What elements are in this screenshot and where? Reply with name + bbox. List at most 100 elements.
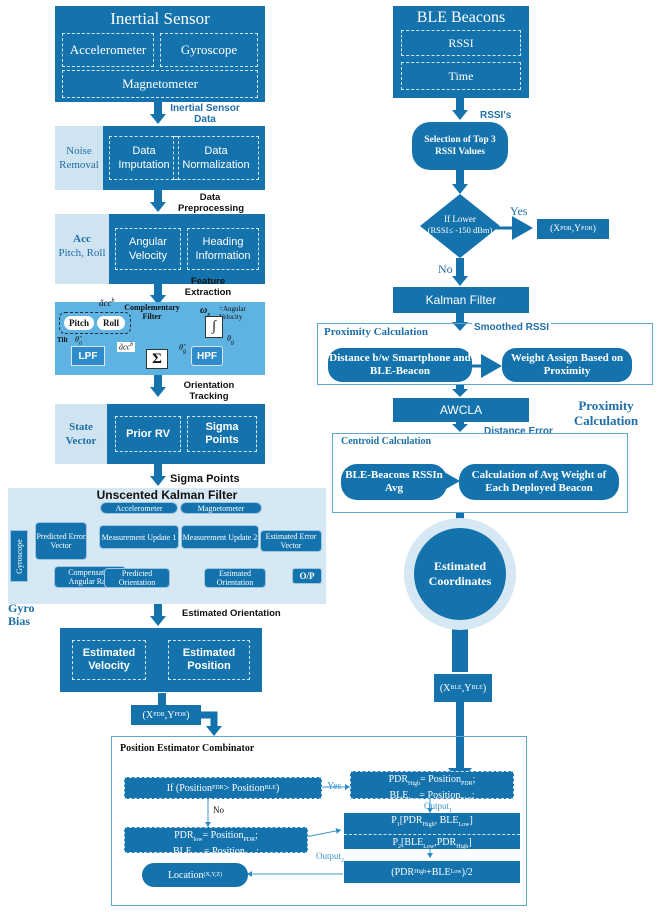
weight-pill: Weight Assign Based on Proximity: [502, 348, 632, 382]
angular-velocity-box: Angular Velocity: [115, 228, 181, 270]
label-feature-extraction: Feature Extraction: [184, 276, 232, 298]
combinator-no: No: [213, 805, 224, 815]
estimated-velocity-box: Estimated Velocity: [72, 640, 146, 680]
distance-pill: Distance b/w Smartphone and BLE-Beacon: [328, 348, 472, 382]
theta-d-label: θg: [227, 334, 234, 346]
combinator-yes: Yes: [327, 781, 342, 792]
proximity-title: Proximity Calculation: [324, 326, 428, 338]
proximity-block: Proximity Calculation Smoothed RSSI Dist…: [317, 322, 653, 385]
decision-diamond: If Lower (RSSI≤ -150 dBm): [420, 194, 500, 258]
theta-g-label: θ̂g: [179, 343, 186, 355]
label-estimated-orientation: Estimated Orientation: [182, 608, 281, 619]
pitch-roll-group: Pitch Roll: [59, 312, 131, 334]
ukf-predicted-error: Predicted Error Vector: [35, 522, 87, 560]
noise-removal-label: Noise Removal: [59, 145, 99, 171]
label-rssis: RSSI's: [480, 110, 512, 121]
diamond-text-1: If Lower: [444, 214, 476, 224]
ukf-estimated-error: Estimated Error Vector: [260, 530, 322, 552]
label-inertial-data: Inertial Sensor Data: [170, 103, 240, 125]
label-preprocessing: Data Preprocessing: [178, 192, 244, 214]
ukf-measurement-2: Measurement Update 2: [181, 525, 259, 549]
inertial-sensor-title: Inertial Sensor: [110, 9, 210, 28]
gyroscope-box: Gyroscope: [160, 33, 258, 67]
complementary-filter-title: Complementary Filter: [124, 303, 180, 321]
acc-label: Acc: [73, 233, 91, 245]
inertial-sensor-block: Inertial Sensor Accelerometer Gyroscope …: [55, 6, 265, 102]
ble-beacons-block: BLE Beacons RSSI Time: [393, 6, 529, 98]
diamond-text-2: (RSSI≤ -150 dBm): [427, 225, 493, 235]
feature-block: Acc Pitch, Roll Angular Velocity Heading…: [55, 214, 265, 284]
integral-box: ∫: [205, 316, 223, 338]
ukf-accelerometer: Accelerometer: [100, 502, 178, 514]
calc-avg-pill: Calculation of Avg Weight of Each Deploy…: [459, 464, 619, 500]
ble-title: BLE Beacons: [416, 9, 506, 26]
estimated-block: Estimated Velocity Estimated Position: [60, 628, 262, 692]
tilt-label: Tilt: [57, 336, 68, 344]
left-assign-box: PDRlow= PositionPDR; BLEHigh= PositionBL…: [124, 827, 308, 859]
data-imputation-box: Data Imputation: [109, 136, 179, 180]
awcla-box: AWCLA: [393, 398, 529, 422]
centroid-title: Centroid Calculation: [341, 436, 432, 447]
proximity-side-label: Proximity Calculation: [573, 398, 639, 428]
selection-box: Selection of Top 3 RSSI Values: [412, 122, 508, 170]
heading-information-box: Heading Information: [187, 228, 259, 270]
smoothed-rssi-label: Smoothed RSSI: [472, 322, 552, 333]
noise-removal-block: Noise Removal Data Imputation Data Norma…: [55, 126, 265, 190]
pitch-roll-label: Pitch, Roll: [58, 247, 106, 259]
ukf-predicted-orientation: Predicted Orientation: [104, 568, 170, 588]
combinator-block: Position Estimator Combinator If (Positi…: [111, 736, 527, 906]
yes-label: Yes: [510, 204, 528, 218]
ukf-gyroscope: Gyroscope: [10, 530, 28, 582]
ukf-block: Unscented Kalman Filter Accelerometer Ma…: [8, 488, 326, 604]
output2-label: Output2: [316, 851, 345, 864]
state-vector-label: State Vector: [65, 421, 97, 447]
omega-label: ωx: [200, 305, 211, 318]
time-box: Time: [401, 62, 521, 90]
coordinates-ring: Estimated Coordinates: [404, 518, 516, 630]
accelerometer-box: Accelerometer: [62, 33, 154, 67]
hpf-box: HPF: [191, 346, 223, 366]
label-orientation-tracking: Orientation Tracking: [183, 380, 235, 402]
data-normalization-box: Data Normalization: [173, 136, 259, 180]
rssi-box: RSSI: [401, 30, 521, 56]
acc-b-label: ãccb: [99, 298, 115, 308]
right-assign-box: PDRHigh= PositionPDR; BLELow= PositionBL…: [350, 771, 514, 803]
centroid-block: Centroid Calculation BLE-Beacons RSSIn A…: [332, 433, 628, 513]
distance-error-label: Distance Error: [484, 426, 553, 437]
kalman-filter-box: Kalman Filter: [393, 287, 529, 313]
omega-desc: =Angular Velocity: [219, 305, 246, 321]
prior-rv-box: Prior RV: [115, 416, 181, 452]
complementary-filter-block: Complementary Filter ãccb Pitch Roll Ti…: [55, 298, 265, 375]
label-sigma-points: Sigma Points: [170, 473, 240, 485]
ukf-output: O/P: [292, 568, 322, 584]
ukf-title: Unscented Kalman Filter: [96, 488, 238, 502]
acc2-label: ãccb: [117, 342, 136, 352]
ukf-measurement-1: Measurement Update 1: [99, 525, 179, 549]
sigma-points-box: Sigma Points: [187, 416, 257, 452]
pitch-pill: Pitch: [64, 316, 94, 330]
theta-a-label: θ̂a: [75, 335, 82, 347]
ukf-magnetometer: Magnetometer: [180, 502, 262, 514]
magnetometer-box: Magnetometer: [62, 70, 258, 98]
state-vector-block: State Vector Prior RV Sigma Points: [55, 404, 265, 464]
ukf-estimated-orientation: Estimated Orientation: [204, 568, 266, 588]
location-ellipse: Location(X,Y,Z): [142, 863, 248, 887]
estimated-position-box: Estimated Position: [168, 640, 250, 680]
gyro-bias-label: Gyro Bias: [8, 601, 35, 628]
output1-label: Output1: [424, 801, 453, 814]
no-label: No: [438, 262, 453, 276]
ble-rssi-pill: BLE-Beacons RSSIn Avg: [341, 464, 447, 500]
roll-pill: Roll: [97, 316, 125, 330]
sigma-box: Σ: [146, 349, 168, 369]
left-thick-arrows: [150, 102, 166, 709]
estimated-coordinates: Estimated Coordinates: [414, 528, 506, 620]
combinator-title: Position Estimator Combinator: [120, 743, 255, 754]
p-box: P1[PDRHigh, BLELow] P2[BLELow,PDRHigh]: [344, 813, 520, 850]
lpf-box: LPF: [71, 346, 105, 366]
